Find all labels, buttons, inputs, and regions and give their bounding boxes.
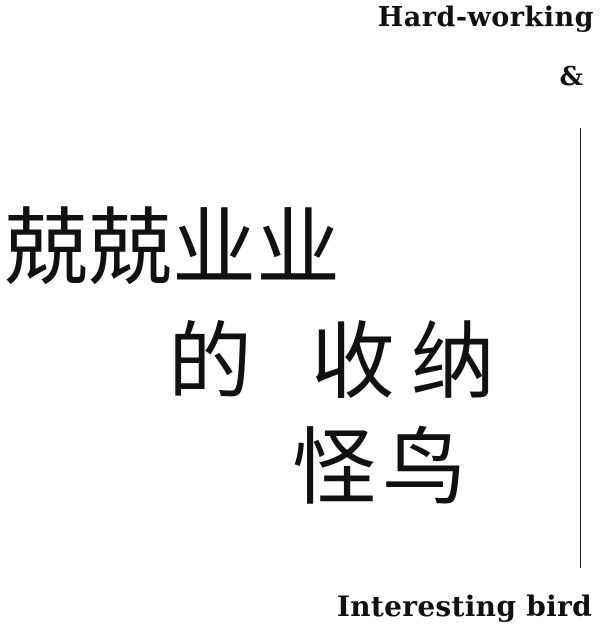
english-title-top: Hard-working — [377, 2, 594, 33]
english-title-bottom: Interesting bird — [336, 590, 592, 623]
chinese-title-line-1: 兢兢业业 — [4, 199, 341, 297]
vertical-divider — [580, 128, 581, 568]
ampersand: & — [559, 62, 583, 92]
chinese-title-line-2: 的 收纳 — [168, 313, 511, 411]
chinese-title-line-3: 怪鸟 — [292, 419, 473, 517]
